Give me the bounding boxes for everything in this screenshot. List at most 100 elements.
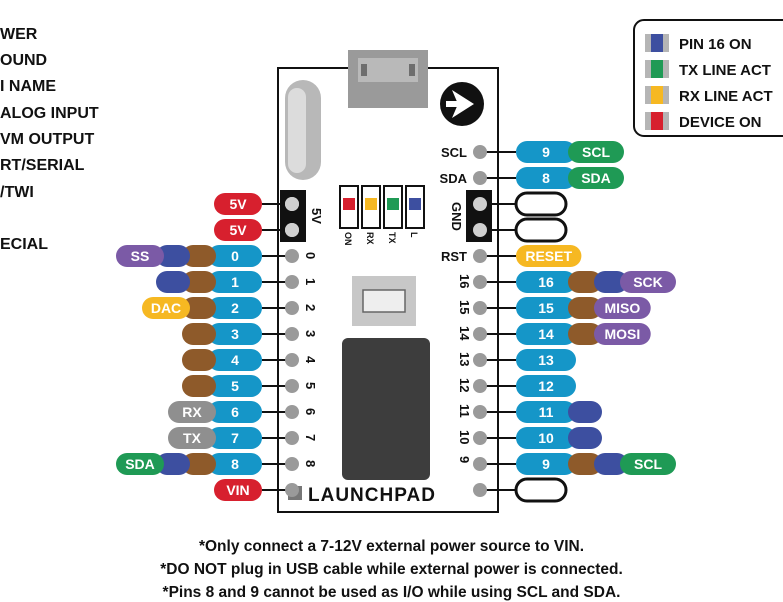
legend-serial: RT/SERIAL [0, 157, 85, 174]
header-pin-number: 0 [303, 252, 318, 259]
right-label-ground: GND [514, 477, 568, 503]
right-label-special: RESET [516, 245, 582, 267]
header-pin-number: 13 [457, 352, 472, 366]
right-label-pin: 11 [516, 401, 576, 423]
left-label-pwm [156, 453, 190, 475]
left-label-i2c: SDA [116, 453, 164, 475]
header-pin-number: 2 [303, 304, 318, 311]
left-pin-row: 8 SDA 8 [116, 453, 318, 475]
note-i2c: *Pins 8 and 9 cannot be used as I/O whil… [162, 584, 621, 601]
status-swatch-color [651, 34, 663, 52]
right-label-spi: SCK [620, 271, 676, 293]
svg-text:3: 3 [231, 326, 239, 342]
led-color [387, 198, 399, 210]
header-pin-number: 3 [303, 330, 318, 337]
svg-text:12: 12 [538, 378, 554, 394]
reset-button [352, 276, 416, 326]
led-label: L [409, 232, 419, 238]
left-label-power: VIN [214, 479, 262, 501]
right-label-pin: 8 [516, 167, 576, 189]
svg-text:10: 10 [538, 430, 554, 446]
launchpad-logo-icon [440, 82, 484, 126]
svg-text:13: 13 [538, 352, 554, 368]
legend-special: ECIAL [0, 236, 48, 253]
left-label-analog [182, 297, 216, 319]
left-label-pin: 4 [208, 349, 262, 371]
left-pin-row: VIN [214, 479, 299, 501]
svg-text:1: 1 [231, 274, 239, 290]
right-pin-row: 13 13 [457, 349, 576, 371]
left-label-pin: 3 [208, 323, 262, 345]
board-brand: LAUNCHPAD [308, 485, 436, 506]
left-label-analog [182, 271, 216, 293]
legend-pin-name: I NAME [0, 78, 56, 95]
svg-text:RX: RX [182, 404, 202, 420]
svg-text:GND: GND [525, 222, 556, 238]
svg-text:TX: TX [183, 430, 202, 446]
svg-text:2: 2 [231, 300, 239, 316]
power-header-label: 5V [309, 208, 324, 224]
left-label-pin: 6 [208, 401, 262, 423]
header-pin-number: 14 [457, 326, 472, 341]
svg-text:SCK: SCK [633, 274, 663, 290]
header-pin-number: 6 [303, 408, 318, 415]
svg-text:8: 8 [231, 456, 239, 472]
svg-text:9: 9 [542, 144, 550, 160]
note-usb: *DO NOT plug in USB cable while external… [160, 561, 623, 578]
header-pin-number: 8 [303, 460, 318, 467]
right-label-spi: MISO [594, 297, 651, 319]
led-label: ON [343, 232, 353, 246]
left-label-pin: 8 [208, 453, 262, 475]
header-pin-number: 11 [457, 404, 472, 418]
svg-text:SDA: SDA [125, 456, 155, 472]
status-label: DEVICE ON [679, 114, 762, 131]
right-label-pin: 9 [516, 141, 576, 163]
header-pin-number: 1 [303, 278, 318, 285]
svg-text:RESET: RESET [525, 248, 572, 264]
left-label-serial: RX [168, 401, 216, 423]
right-label-analog [568, 271, 602, 293]
svg-text:15: 15 [538, 300, 554, 316]
microcontroller-chip [342, 338, 430, 480]
svg-text:GND: GND [525, 482, 556, 498]
svg-text:7: 7 [231, 430, 239, 446]
status-label: PIN 16 ON [679, 36, 752, 53]
svg-text:9: 9 [542, 456, 550, 472]
svg-text:MISO: MISO [604, 300, 640, 316]
right-pin-row: GND [473, 477, 568, 503]
header-pin-label: SDA [440, 171, 468, 186]
right-label-pin: 16 [516, 271, 576, 293]
left-label-pin: 7 [208, 427, 262, 449]
legend-analog: ALOG INPUT [0, 105, 99, 122]
right-label-pin: 15 [516, 297, 576, 319]
header-pin-number: 5 [303, 382, 318, 389]
svg-text:16: 16 [538, 274, 554, 290]
svg-text:5V: 5V [229, 196, 247, 212]
right-pin-row: 11 11 [457, 401, 602, 423]
status-swatch-color [651, 60, 663, 78]
left-label-power: 5V [214, 219, 262, 241]
led-color [409, 198, 421, 210]
right-label-ground: GND [514, 191, 568, 217]
svg-text:0: 0 [231, 248, 239, 264]
header-pin-number: 9 [457, 456, 472, 463]
right-label-analog [568, 453, 602, 475]
left-label-pin: 2 [208, 297, 262, 319]
left-label-spi: SS [116, 245, 164, 267]
svg-text:8: 8 [542, 170, 550, 186]
left-label-pin: 0 [208, 245, 262, 267]
gnd-header-label: GND [449, 202, 464, 231]
svg-text:GND: GND [525, 196, 556, 212]
led-color [365, 198, 377, 210]
